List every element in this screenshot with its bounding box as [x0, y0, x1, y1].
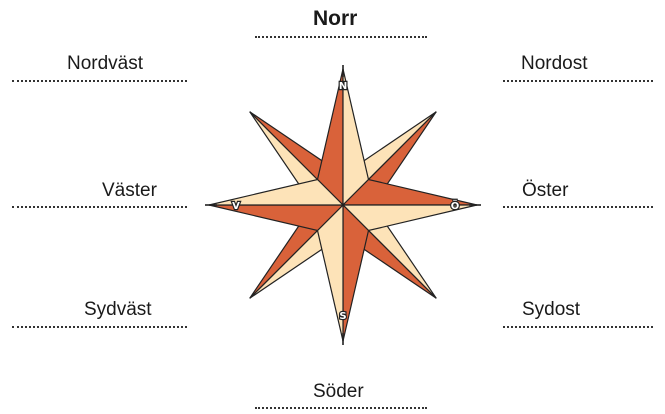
- rose-letter-w: V: [232, 201, 240, 212]
- rose-primary-points: [205, 65, 481, 345]
- rose-letter-e: Ö: [451, 198, 460, 212]
- rose-letter-s: S: [339, 311, 346, 322]
- rose-letter-n: N: [339, 81, 347, 92]
